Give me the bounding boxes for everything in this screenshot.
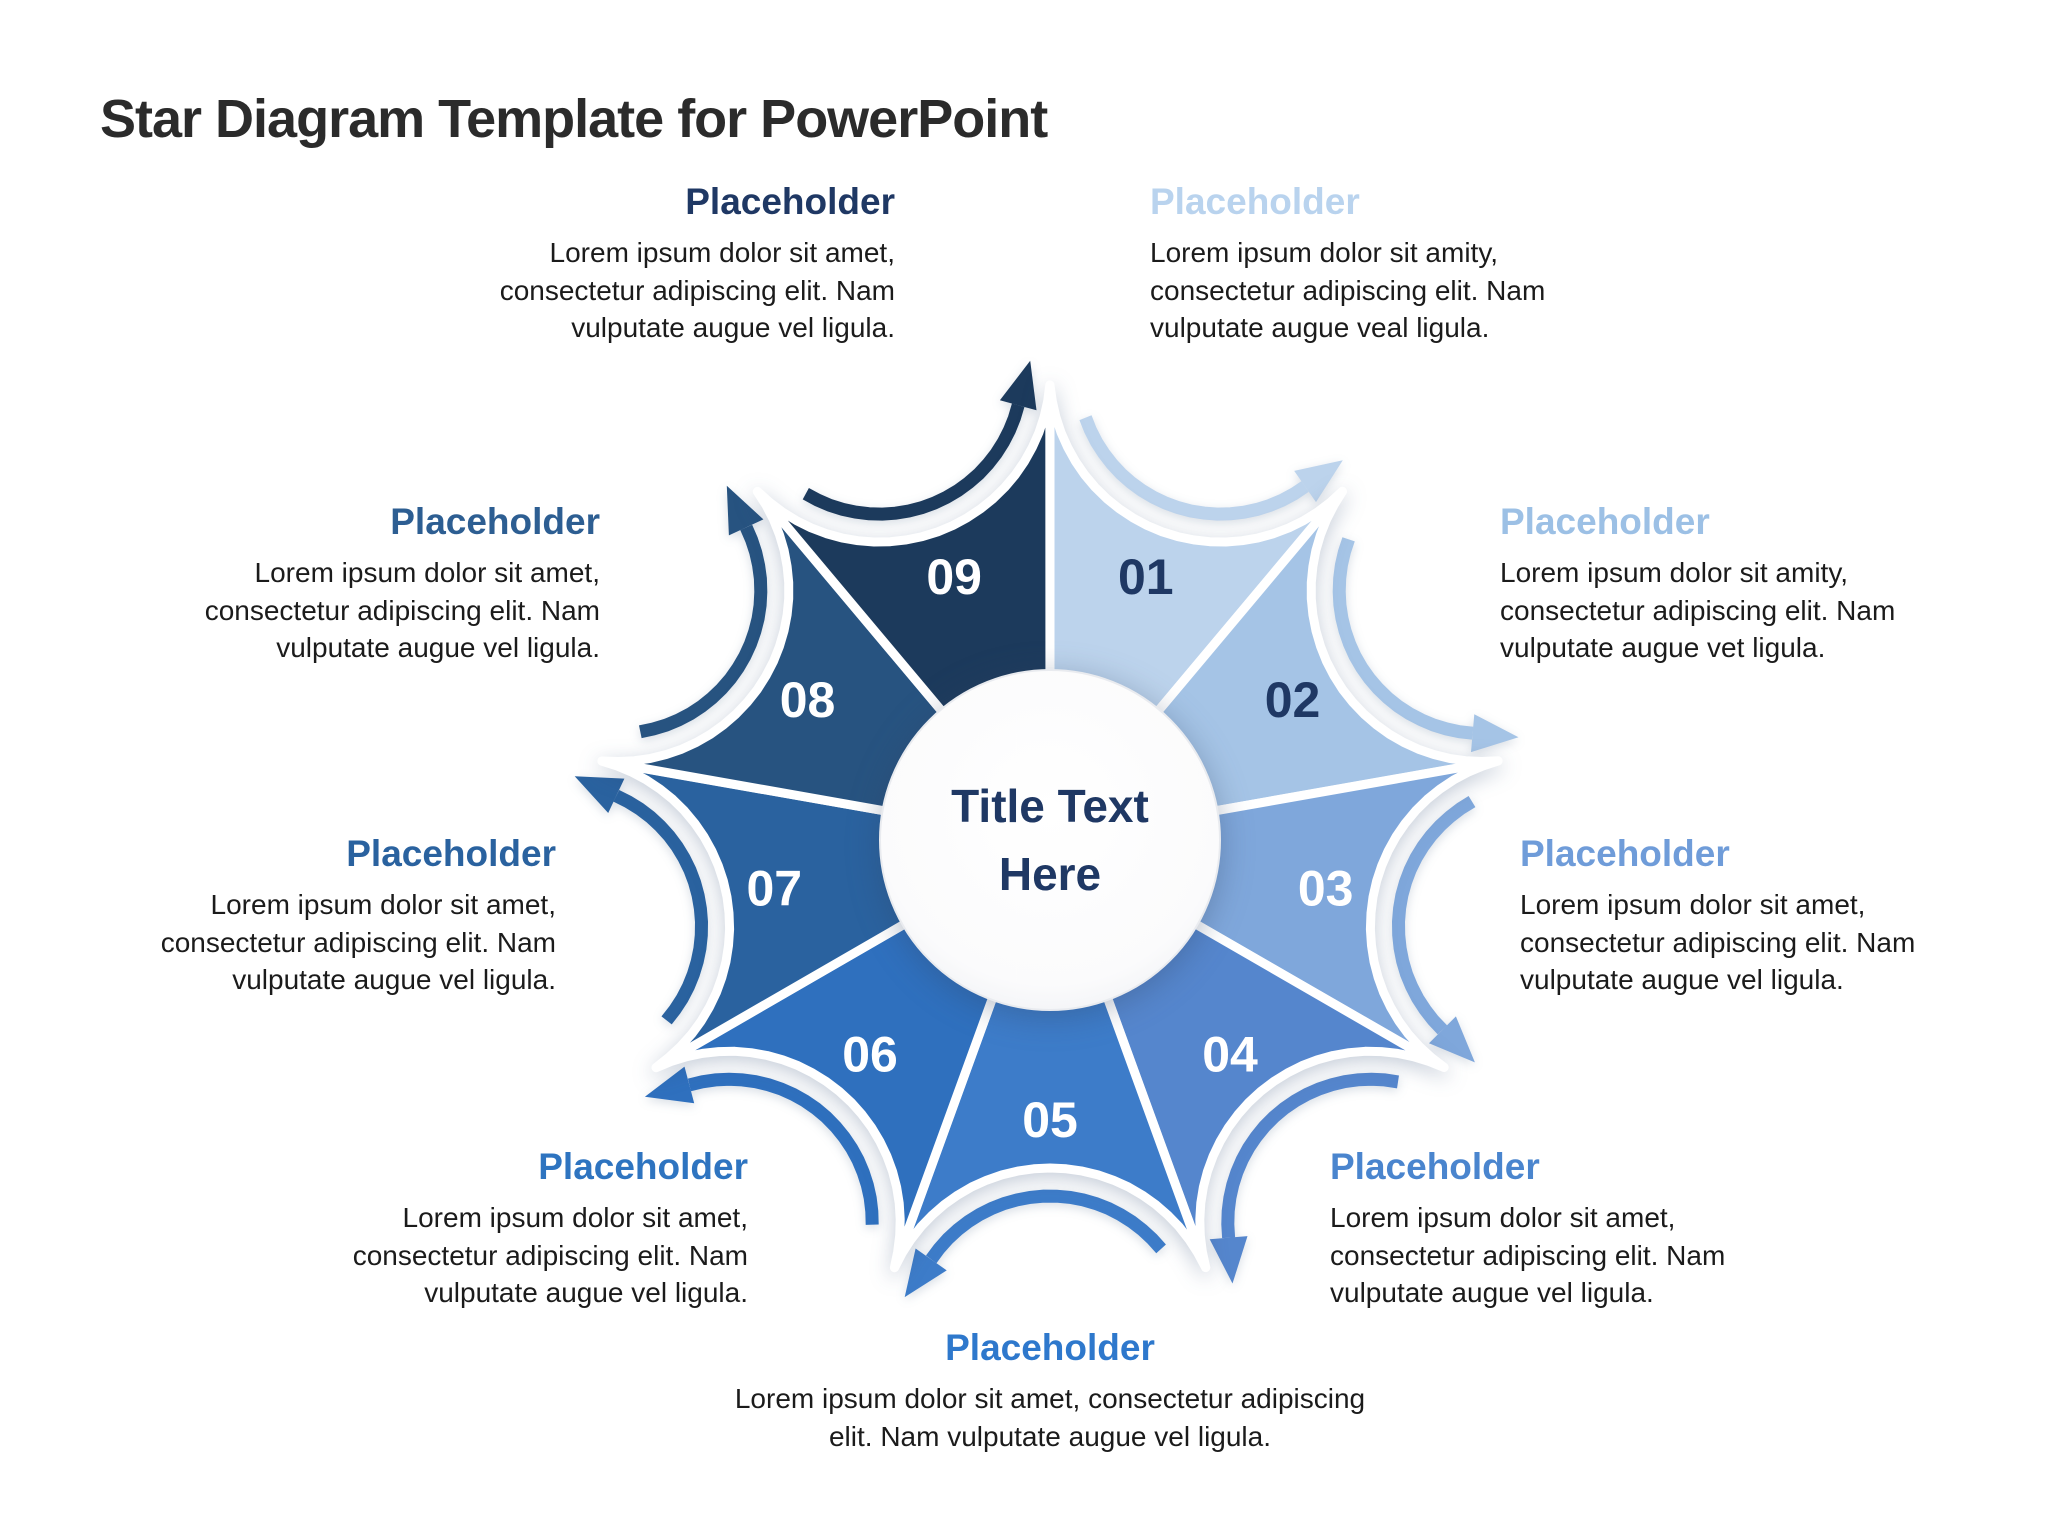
block-body: Lorem ipsum dolor sit amity, consectetur… <box>1500 557 1896 663</box>
center-circle-group <box>879 669 1221 1011</box>
segment-arrow-07 <box>613 789 709 1025</box>
placeholder-block-02: Placeholder Lorem ipsum dolor sit amity,… <box>1500 500 1980 667</box>
segment-arrow-06 <box>687 1072 879 1225</box>
segment-number-01: 01 <box>1118 549 1174 605</box>
segment-number-06: 06 <box>842 1027 898 1083</box>
segment-arrowhead-01 <box>1294 460 1343 503</box>
segment-arrow-08 <box>638 524 768 739</box>
page-title: Star Diagram Template for PowerPoint <box>100 89 1048 149</box>
segment-arrowhead-05 <box>904 1248 947 1298</box>
placeholder-block-03: Placeholder Lorem ipsum dolor sit amet, … <box>1520 832 2000 999</box>
segment-number-03: 03 <box>1298 861 1354 917</box>
block-body: Lorem ipsum dolor sit amet, consectetur … <box>352 1202 748 1308</box>
block-heading: Placeholder <box>1330 1146 1540 1187</box>
placeholder-block-06: Placeholder Lorem ipsum dolor sit amet, … <box>258 1145 748 1312</box>
segment-arrow-01 <box>1079 415 1309 521</box>
segment-arrow-04 <box>1221 1072 1399 1239</box>
placeholder-block-08: Placeholder Lorem ipsum dolor sit amet, … <box>120 500 600 667</box>
placeholder-block-07: Placeholder Lorem ipsum dolor sit amet, … <box>76 832 556 999</box>
placeholder-block-05: Placeholder Lorem ipsum dolor sit amet, … <box>630 1326 1470 1455</box>
block-body: Lorem ipsum dolor sit amet, consectetur … <box>204 557 600 663</box>
segment-arrowhead-06 <box>644 1066 695 1104</box>
arrows-layer <box>574 360 1519 1298</box>
block-heading: Placeholder <box>346 833 556 874</box>
block-body: Lorem ipsum dolor sit amet, consectetur … <box>1330 1202 1726 1308</box>
center-title-line2: Here <box>999 848 1101 900</box>
segment-wedge-05 <box>890 835 1211 1273</box>
segment-numbers-layer: 01 02 03 04 05 06 07 08 09 <box>746 549 1353 1148</box>
segment-arrowhead-04 <box>1209 1236 1248 1284</box>
block-body: Lorem ipsum dolor sit amet, consectetur … <box>1520 889 1916 995</box>
segment-arrow-05 <box>925 1189 1166 1264</box>
block-heading: Placeholder <box>538 1146 748 1187</box>
segment-number-02: 02 <box>1265 672 1321 728</box>
segment-number-05: 05 <box>1022 1092 1078 1148</box>
block-body: Lorem ipsum dolor sit amet, consectetur … <box>160 889 556 995</box>
segment-arrow-02 <box>1332 537 1474 740</box>
block-body: Lorem ipsum dolor sit amet, consectetur … <box>499 237 895 343</box>
block-body: Lorem ipsum dolor sit amity, consectetur… <box>1150 237 1546 343</box>
center-circle <box>879 669 1221 1011</box>
segment-arrowhead-02 <box>1471 714 1519 753</box>
block-heading: Placeholder <box>1150 181 1360 222</box>
block-heading: Placeholder <box>1520 833 1730 874</box>
block-body: Lorem ipsum dolor sit amet, consectetur … <box>734 1383 1366 1452</box>
block-heading: Placeholder <box>390 501 600 542</box>
placeholder-block-09: Placeholder Lorem ipsum dolor sit amet, … <box>415 180 895 347</box>
segment-arrowhead-08 <box>726 485 764 536</box>
block-heading: Placeholder <box>1500 501 1710 542</box>
segment-number-04: 04 <box>1202 1027 1258 1083</box>
segment-number-07: 07 <box>746 861 802 917</box>
placeholder-block-01: Placeholder Lorem ipsum dolor sit amity,… <box>1150 180 1630 347</box>
block-heading: Placeholder <box>685 181 895 222</box>
placeholder-block-04: Placeholder Lorem ipsum dolor sit amet, … <box>1330 1145 1820 1312</box>
segment-arrow-09 <box>802 403 1025 521</box>
segment-number-08: 08 <box>780 672 836 728</box>
center-title-line1: Title Text <box>951 780 1149 832</box>
segment-arrowhead-07 <box>574 776 625 813</box>
segment-arrowhead-09 <box>999 360 1037 411</box>
block-heading: Placeholder <box>945 1327 1155 1368</box>
segment-arrow-03 <box>1391 796 1476 1035</box>
segment-number-09: 09 <box>926 549 982 605</box>
segment-arrowhead-03 <box>1429 1016 1475 1063</box>
